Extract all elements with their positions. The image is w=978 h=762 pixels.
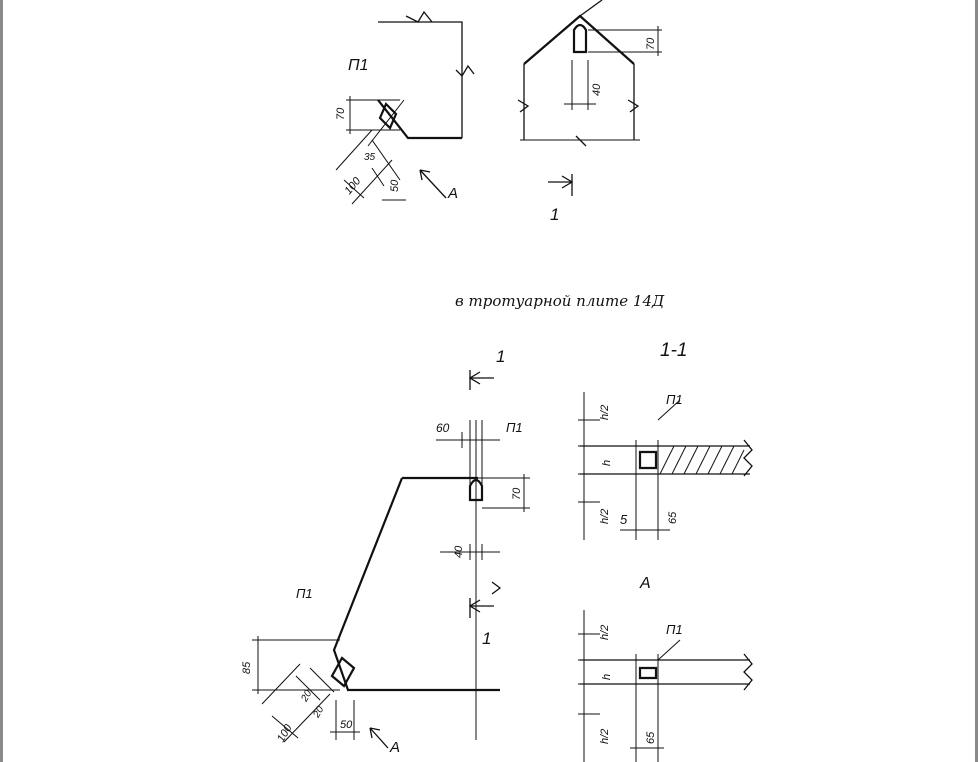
section-1-1: 1-1 П1 h/2 h h/2 5 65 [578, 340, 753, 540]
section-arrow-lower [468, 598, 494, 618]
left-frame-border [0, 0, 3, 762]
axis-lines [469, 420, 483, 740]
dim-h: h [601, 460, 613, 466]
part-label-lower: П1 [296, 586, 313, 601]
view-a: A П1 h/2 h h/2 65 [578, 575, 753, 762]
part-label: П1 [348, 57, 369, 74]
peak-outline [523, 14, 635, 65]
embedded-part-lower [330, 656, 356, 688]
axis-line [367, 99, 405, 147]
view-label: A [447, 185, 458, 202]
dim-70-lines [482, 474, 530, 512]
dim-20-b: 20 [311, 704, 327, 720]
break-mark [743, 653, 753, 691]
slab-corner-outline [377, 99, 462, 140]
dim-5: 5 [620, 512, 628, 527]
dim-70: 70 [645, 37, 657, 50]
dim-60-lines [436, 432, 500, 448]
section-mark-lower: 1 [482, 629, 491, 648]
part-lines [635, 654, 659, 762]
break-mark [491, 581, 502, 595]
break-mark-top [405, 10, 433, 23]
dim-35: 35 [364, 152, 376, 163]
section-arrow-upper [468, 370, 494, 390]
dim-20-lines [295, 667, 335, 701]
axis-top [579, 0, 603, 17]
dim-65: 65 [645, 731, 657, 744]
embedded-part [638, 666, 658, 680]
embedded-part [572, 23, 588, 54]
dim-h2-bottom: h/2 [599, 729, 611, 744]
detail-top-left: П1 70 100 50 35 A [335, 10, 475, 205]
dim-h2-top: h/2 [599, 625, 611, 640]
slab-outline [332, 476, 500, 692]
leader-line [657, 399, 681, 421]
dim-40: 40 [591, 83, 603, 96]
slab-boundary [378, 21, 463, 138]
dim-40: 40 [453, 545, 465, 558]
side-walls [523, 64, 635, 140]
section-mark: 1 [550, 205, 559, 224]
dim-60: 60 [436, 421, 450, 435]
part-label: П1 [666, 392, 683, 407]
section-mark-upper: 1 [496, 347, 505, 366]
detail-top-right: 70 40 1 [517, 0, 662, 224]
hatch-pattern [659, 445, 745, 475]
embedded-part [378, 102, 398, 130]
dim-65: 65 [667, 511, 679, 524]
dim-40-lines [440, 544, 500, 560]
dim-h2-bottom: h/2 [599, 509, 611, 524]
part-lines [635, 440, 659, 540]
dim-h2-top: h/2 [599, 405, 611, 420]
part-label: П1 [506, 420, 523, 435]
view-label: A [389, 739, 400, 756]
break-mark [743, 439, 753, 477]
dim-100-lines [335, 129, 393, 205]
dim-70: 70 [335, 107, 347, 120]
dim-70-lines [346, 96, 400, 134]
dim-40-lines [564, 60, 596, 110]
section-arrow [548, 174, 574, 196]
embedded-part [638, 450, 658, 470]
view-title: A [639, 575, 651, 592]
dim-85: 85 [241, 661, 253, 674]
dim-85-lines [252, 636, 340, 694]
part-label: П1 [666, 622, 683, 637]
leader-line [657, 639, 681, 661]
view-arrow-a [369, 727, 389, 749]
thickness-dims [578, 610, 600, 762]
dim-20-a: 20 [299, 688, 315, 704]
caption-sidewalk-slab: в тротуарной плите 14Д [455, 292, 665, 310]
break-mark-bottom [575, 135, 587, 147]
right-frame-border [975, 0, 978, 762]
dim-100: 100 [342, 175, 364, 197]
dim-50: 50 [340, 719, 353, 731]
section-title: 1-1 [660, 340, 687, 361]
slab-faces [580, 659, 750, 685]
view-arrow-a [419, 169, 447, 199]
dim-70: 70 [511, 487, 523, 500]
break-marks-sides [517, 99, 640, 113]
dim-h: h [601, 674, 613, 680]
detail-bottom-plan: 60 П1 70 40 1 1 П1 85 100 20 20 50 A [241, 347, 530, 756]
dim-50: 50 [389, 179, 401, 192]
thickness-dims [578, 392, 600, 540]
dim-70-lines [588, 26, 662, 56]
dim-50-lines [330, 700, 360, 740]
dim-50-lines [371, 139, 406, 201]
dim-100-lines [261, 663, 331, 743]
break-mark-right [455, 64, 475, 78]
